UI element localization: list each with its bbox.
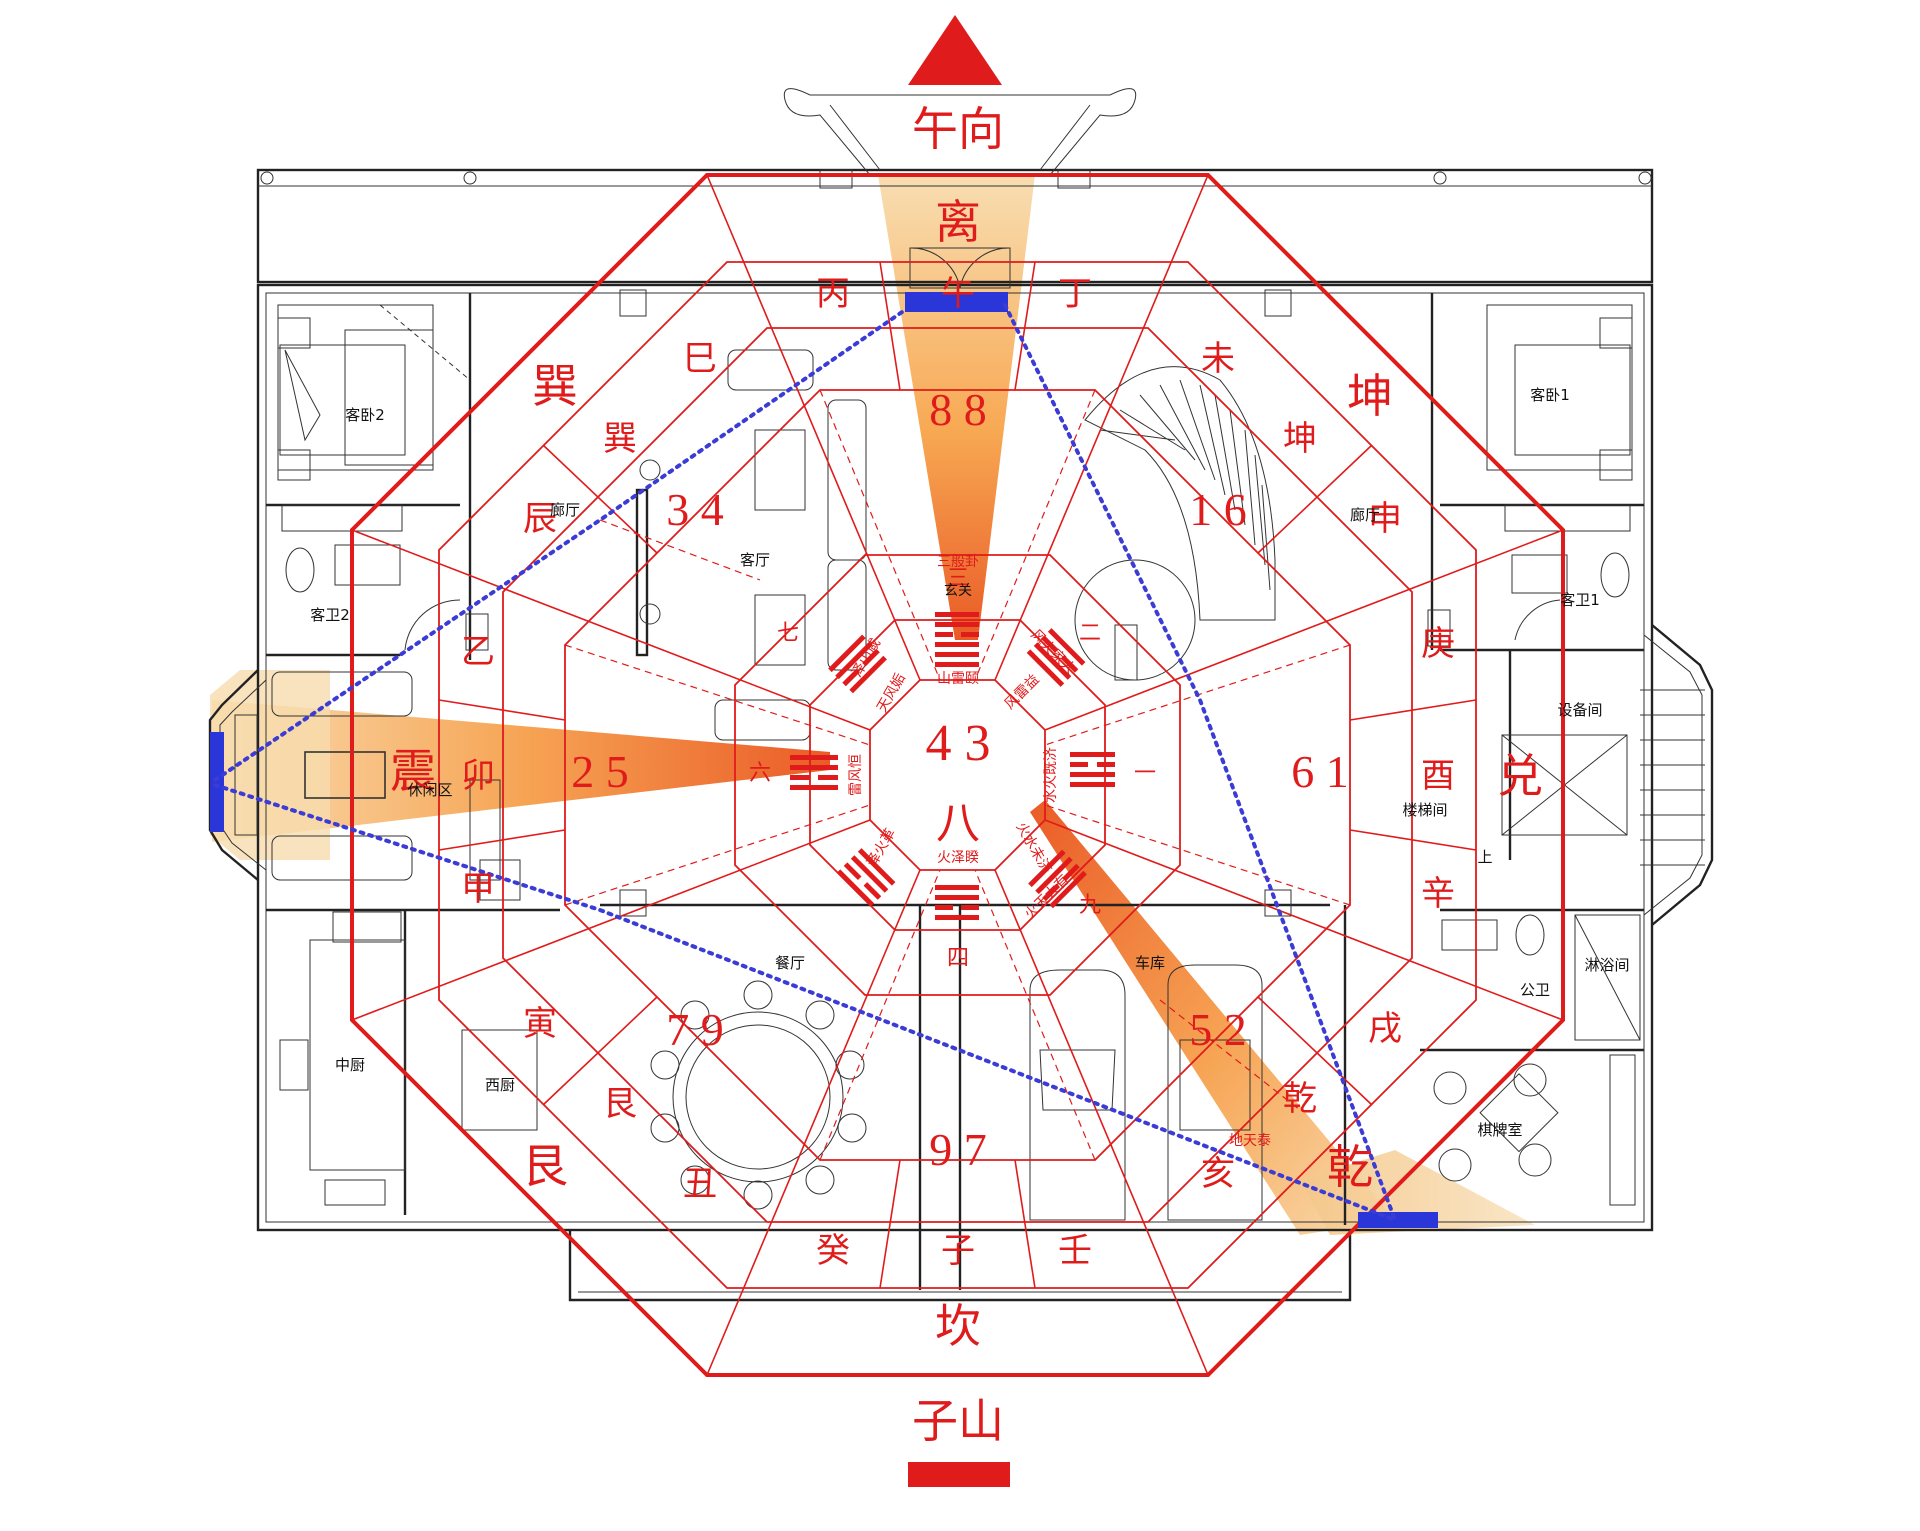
inner-numerals: 三 七 二 六 一 四 九	[749, 566, 1156, 971]
trigram-li: 离	[935, 195, 981, 249]
mountain-jia: 甲	[461, 869, 495, 909]
hex-label-6: 水火既济	[1043, 747, 1059, 803]
mountain-xun-small: 巽	[603, 419, 637, 459]
hex-label-xuanguan: 玄关	[944, 582, 972, 599]
door-marker-northwest	[1358, 1212, 1438, 1228]
room-leisure: 休闲区	[407, 781, 452, 799]
hex-label-2: 泽火革	[864, 826, 899, 870]
hex-label-4: 山雷颐	[937, 671, 979, 687]
bottom-orientation-label: 子山	[912, 1394, 1004, 1448]
mountain-yin: 寅	[523, 1004, 557, 1044]
center-labels: 4 3 八	[926, 715, 991, 849]
stair-up-mark: 上	[1477, 848, 1492, 866]
room-public-bath: 公卫	[1520, 981, 1550, 999]
mountain-labels: 丙 午 丁 未 坤 申 庚 酉 辛 戌 乾 亥 壬 子 癸 丑 艮 寅 甲 卯 …	[461, 274, 1455, 1271]
luopan-compass	[210, 15, 1565, 1487]
hex-label-3: 火泽睽	[937, 850, 979, 866]
hex-label-9: 地天泰	[1229, 1133, 1271, 1149]
hex-label-8: 雷风恒	[848, 754, 864, 796]
room-corridor-right: 廊厅	[1350, 506, 1380, 524]
inner-numeral-san: 三	[947, 566, 969, 591]
inner-numeral-er: 二	[1079, 621, 1101, 646]
trigram-dui: 兑	[1497, 749, 1543, 803]
inner-numeral-jiu: 九	[1079, 893, 1101, 918]
trigram-gen: 艮	[522, 1139, 568, 1193]
mountain-bing: 丙	[816, 274, 850, 314]
stars-northwest: 5 2	[1189, 1004, 1247, 1055]
mountain-wei: 未	[1201, 339, 1235, 379]
stars-southeast: 3 4	[666, 484, 724, 535]
flying-star-pairs: 8 8 1 6 6 1 5 2 9 7 7 9 2 5 3 4	[571, 384, 1349, 1175]
mountain-you: 酉	[1421, 756, 1455, 796]
room-dining: 餐厅	[775, 954, 805, 972]
mountain-mao: 卯	[461, 756, 495, 796]
stars-northeast: 7 9	[666, 1004, 724, 1055]
center-period: 八	[936, 798, 980, 849]
room-stairs: 楼梯间	[1402, 801, 1447, 819]
hexagram-glyphs	[790, 612, 1115, 920]
room-chinese-kitchen: 中厨	[335, 1056, 365, 1074]
room-equipment: 设备间	[1557, 701, 1602, 719]
room-living: 客厅	[740, 551, 770, 569]
room-guest-bed-1: 客卧1	[1530, 386, 1570, 404]
mountain-chen: 辰	[523, 499, 557, 539]
door-marker-south	[905, 292, 1008, 312]
room-chess: 棋牌室	[1477, 1121, 1522, 1139]
mountain-yi: 乙	[461, 632, 495, 672]
mountain-hai: 亥	[1201, 1154, 1235, 1194]
inner-numeral-si: 四	[947, 946, 969, 971]
trigram-xun: 巽	[532, 359, 578, 413]
mountain-gui: 癸	[816, 1231, 850, 1271]
stars-southwest: 1 6	[1189, 484, 1247, 535]
trigram-kun: 坤	[1347, 369, 1393, 423]
trigram-kan: 坎	[935, 1299, 981, 1353]
mountain-si: 巳	[683, 339, 717, 379]
energy-sectors	[210, 175, 1535, 1235]
floor-plan	[208, 88, 1714, 1302]
mountain-ren: 壬	[1058, 1231, 1092, 1271]
mountain-gen-small: 艮	[603, 1084, 637, 1124]
room-shower: 淋浴间	[1584, 956, 1629, 974]
direction-labels: 午向 子山	[912, 102, 1004, 1448]
hex-label-1: 天风姤	[874, 671, 909, 715]
sector-northwest	[1030, 800, 1395, 1235]
top-orientation-label: 午向	[912, 102, 1004, 156]
mountain-wu: 午	[941, 274, 975, 314]
mountain-kun: 坤	[1283, 419, 1317, 459]
inner-numeral-qi: 七	[777, 621, 799, 646]
trigram-labels: 离 坤 兑 乾 坎 艮 震 巽	[390, 195, 1543, 1353]
trigram-zhen: 震	[390, 744, 436, 798]
room-garage: 车库	[1135, 954, 1165, 972]
stars-north: 9 7	[929, 1124, 987, 1175]
dotted-lines	[213, 303, 1397, 1222]
mountain-shen: 申	[1368, 499, 1402, 539]
door-marker-east	[210, 732, 224, 832]
room-guest-bath-1: 客卫1	[1560, 591, 1600, 609]
stars-south: 8 8	[929, 384, 987, 435]
inner-numeral-liu: 六	[749, 761, 771, 786]
room-labels: 客卧2 客卧1 客卫2 客卫1 廊厅 廊厅 客厅 休闲区 餐厅 车库 中厨 西厨…	[310, 386, 1629, 1139]
mountain-chou: 丑	[683, 1164, 717, 1204]
mountain-xu: 戌	[1368, 1009, 1402, 1049]
hex-label-sanban: 三般卦	[937, 554, 979, 570]
sector-east	[212, 700, 830, 842]
mountain-zi: 子	[941, 1231, 975, 1271]
mountain-qian-small: 乾	[1283, 1079, 1317, 1119]
room-guest-bed-2: 客卧2	[345, 406, 385, 424]
north-arrow-triangle	[908, 15, 1002, 85]
room-guest-bath-2: 客卫2	[310, 606, 350, 624]
center-star-pair: 4 3	[926, 715, 991, 772]
inner-numeral-yi: 一	[1134, 761, 1156, 786]
trigram-qian: 乾	[1327, 1140, 1373, 1194]
room-corridor-left: 廊厅	[550, 501, 580, 519]
stars-east: 2 5	[571, 746, 629, 797]
stars-west: 6 1	[1291, 746, 1349, 797]
mountain-ding: 丁	[1058, 274, 1092, 314]
mountain-geng: 庚	[1421, 624, 1455, 664]
mountain-xin: 辛	[1421, 874, 1455, 914]
sector-south	[878, 175, 1035, 640]
room-western-kitchen: 西厨	[485, 1076, 515, 1094]
bottom-bar	[908, 1462, 1010, 1487]
